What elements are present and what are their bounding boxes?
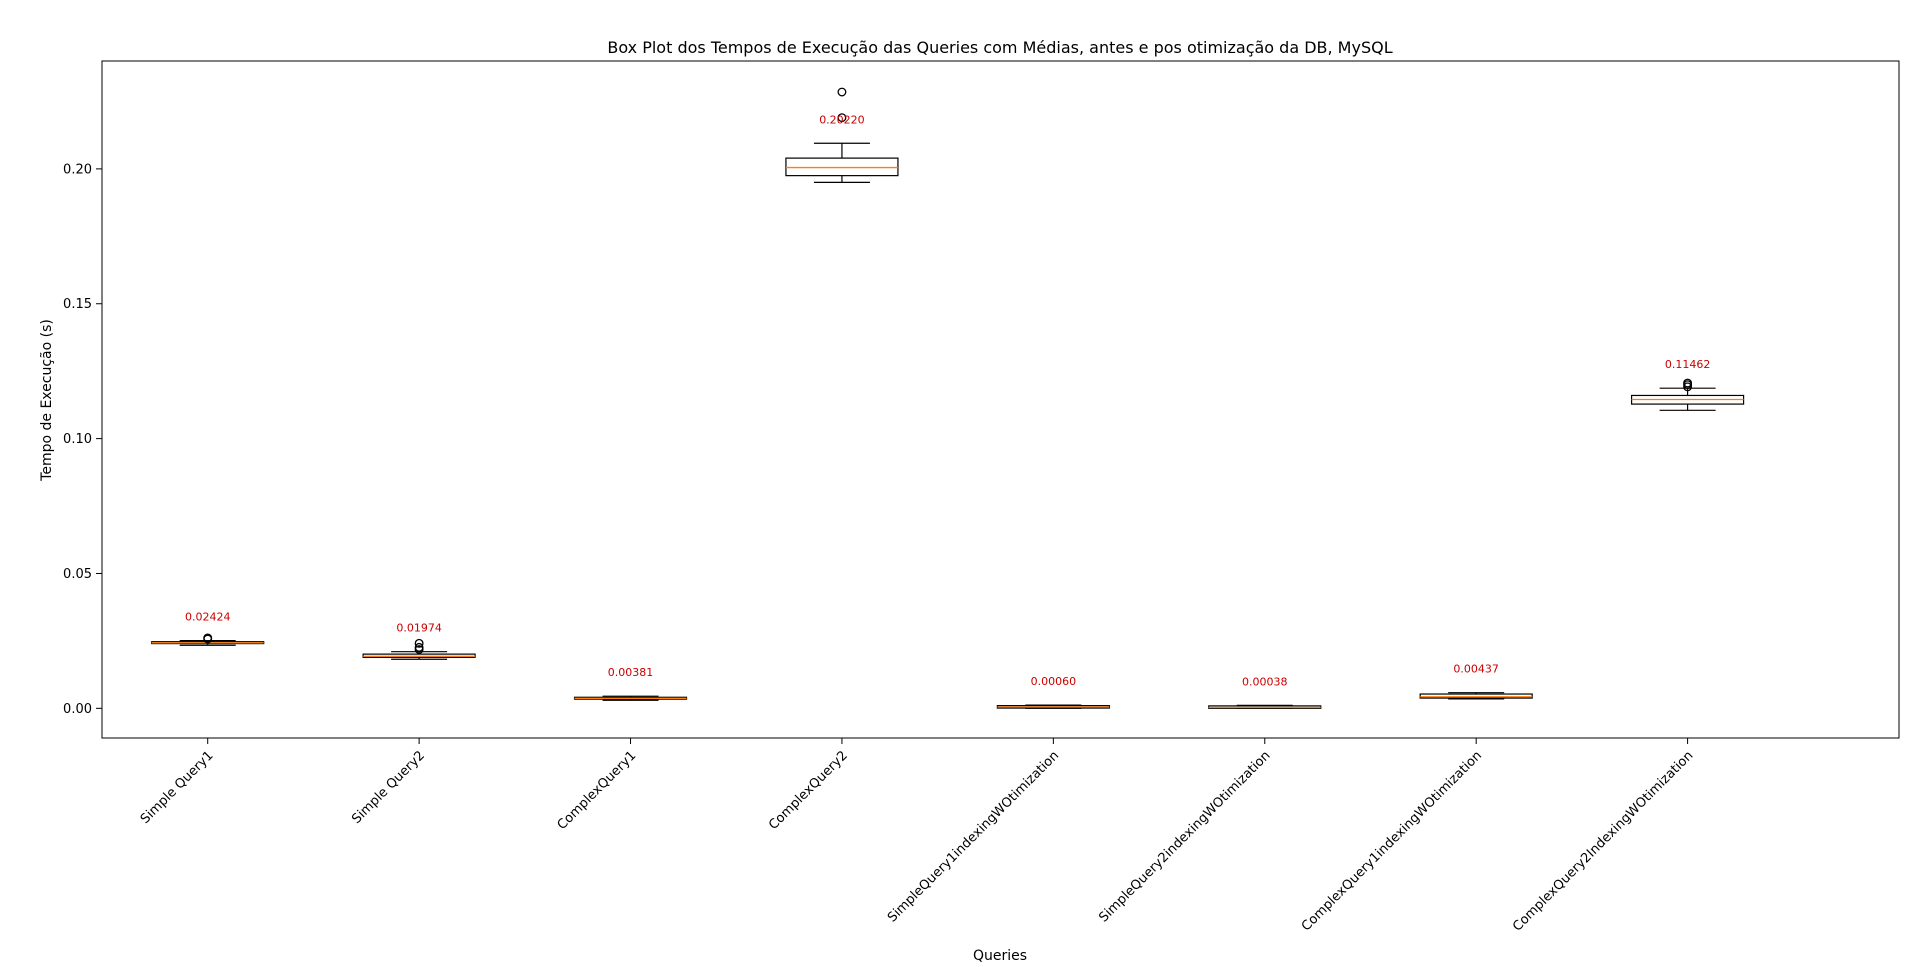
x-tick-label: SimpleQuery1indexingWOtimization (885, 748, 1062, 925)
mean-label: 0.20220 (819, 113, 865, 126)
box-2: 0.01974 (362, 622, 476, 660)
outlier-point (203, 633, 213, 643)
iqr-box (1419, 693, 1533, 699)
iqr-box (785, 157, 899, 177)
chart-title: Box Plot dos Tempos de Execução das Quer… (607, 38, 1392, 57)
x-tick-label: ComplexQuery2 (766, 748, 851, 833)
y-tick-label: 0.10 (63, 432, 92, 447)
y-tick-label: 0.20 (63, 162, 92, 177)
y-axis-label: Tempo de Execução (s) (39, 319, 55, 482)
x-tick-label: SimpleQuery2indexingWOtimization (1096, 748, 1273, 925)
outlier-point (414, 638, 424, 648)
mean-label: 0.11462 (1665, 358, 1711, 371)
mean-label: 0.02424 (185, 611, 231, 624)
outlier-point (1683, 378, 1693, 388)
x-axis: Simple Query1 Simple Query2 ComplexQuery1 C… (138, 738, 1696, 935)
box-8: 0.11462 (1630, 358, 1745, 411)
y-tick-label: 0.15 (63, 297, 92, 312)
box-7: 0.00437 (1419, 663, 1533, 700)
x-tick-label: Simple Query1 (138, 748, 217, 827)
mean-label: 0.00381 (608, 666, 654, 679)
box-5: 0.00060 (996, 675, 1110, 709)
mean-label: 0.00060 (1031, 675, 1077, 688)
box-series: 0.02424 0.01974 0.00381 0.20220 0.00060 0.000… (151, 87, 1745, 709)
box-4: 0.20220 (785, 87, 899, 183)
outlier-point (837, 87, 847, 97)
outlier-point (414, 642, 424, 652)
box-3: 0.00381 (573, 666, 688, 701)
y-axis: 0.00 0.05 0.10 0.15 0.20 (63, 162, 102, 717)
y-tick-label: 0.05 (63, 567, 92, 582)
x-tick-label: ComplexQuery2IndexingWOtimization (1510, 748, 1696, 934)
y-tick-label: 0.00 (63, 702, 92, 717)
outlier-point (837, 113, 847, 123)
mean-label: 0.00437 (1453, 663, 1499, 676)
box-1: 0.02424 (151, 611, 265, 646)
box-6: 0.00038 (1208, 675, 1322, 709)
mean-label: 0.01974 (396, 622, 442, 635)
mean-label: 0.00038 (1242, 675, 1288, 688)
x-tick-label: ComplexQuery1indexingWOtimization (1299, 748, 1485, 934)
x-tick-label: Simple Query2 (349, 748, 428, 827)
plot-area-frame (101, 60, 1900, 739)
x-tick-label: ComplexQuery1 (555, 748, 640, 833)
x-axis-label: Queries (973, 948, 1027, 964)
